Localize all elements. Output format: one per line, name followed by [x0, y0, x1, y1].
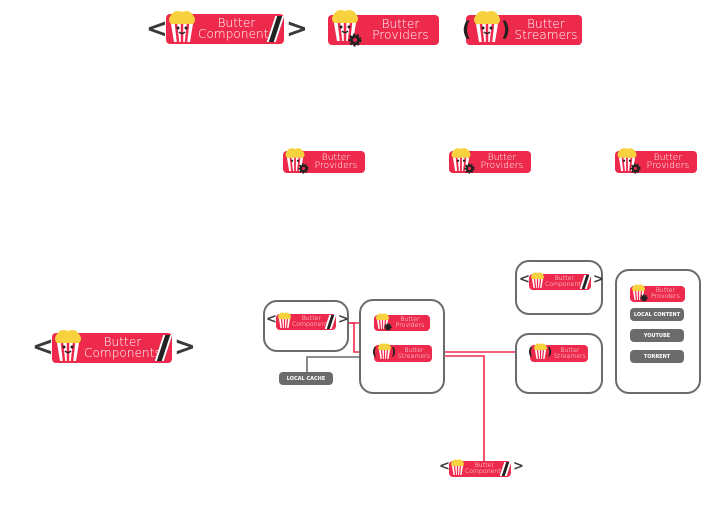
logo-line1: Butter: [381, 16, 420, 31]
logo-line2: Providers: [480, 161, 524, 171]
components-badge: Butter Components: [52, 330, 173, 363]
left-chevron-icon: <: [146, 14, 168, 44]
logo-line1: Butter: [404, 346, 424, 354]
gear-icon: [384, 323, 392, 331]
components-logo-diagram-1: < Butter Components >: [266, 312, 349, 332]
popcorn-mascot-icon: [534, 343, 547, 360]
popcorn-mascot-icon: [55, 330, 81, 362]
components-badge: Butter Components: [166, 11, 285, 44]
logo-line2: Providers: [651, 293, 680, 300]
streamers-logo-diagram: ( ) Butter Streamers: [372, 343, 432, 362]
components-logo-diagram-2: < Butter Components >: [519, 272, 604, 292]
logo-line1: Butter: [474, 462, 495, 470]
logo-line2: Streamers: [514, 28, 578, 42]
streamers-badge: ( ) Butter Streamers: [462, 11, 582, 45]
left-chevron-icon: <: [32, 332, 54, 362]
logo-line1: Butter: [655, 287, 676, 295]
gear-icon: [464, 163, 475, 174]
logo-line2: Providers: [372, 28, 429, 42]
components-logo-top: < Butter Components >: [146, 11, 308, 47]
broadcast-waves-icon: ): [547, 345, 553, 358]
broadcast-waves-icon: ): [391, 345, 397, 358]
streamers-logo-diagram-2: ( ) Butter Streamers: [528, 343, 588, 362]
logo-line2: Streamers: [554, 352, 586, 360]
left-chevron-icon: <: [519, 272, 530, 287]
local-content-pill: LOCAL CONTENT: [630, 308, 684, 321]
broadcast-waves-icon: (: [528, 345, 534, 358]
popcorn-mascot-icon: [169, 11, 195, 43]
left-chevron-icon: <: [266, 312, 277, 327]
logo-line2: Components: [84, 346, 161, 360]
right-chevron-icon: >: [174, 332, 196, 362]
components-badge: Butter Components: [276, 312, 337, 330]
logo-line1: Butter: [527, 16, 565, 31]
providers-logo-small-1: Butter Providers: [283, 148, 365, 174]
logo-line2: Providers: [395, 322, 425, 329]
connector-cache-to-streamers: [306, 356, 374, 372]
logo-line2: Streamers: [398, 352, 430, 360]
logo-line2: Providers: [314, 161, 358, 171]
popcorn-mascot-icon: [474, 11, 500, 43]
logo-line1: Butter: [653, 152, 683, 163]
left-chevron-icon: <: [439, 459, 450, 474]
gear-icon: [348, 33, 362, 47]
local-cache-pill: LOCAL CACHE: [279, 372, 333, 385]
logo-line1: Butter: [301, 315, 322, 323]
logo-line2: Providers: [646, 161, 690, 171]
logo-line1: Butter: [321, 152, 351, 163]
logo-line1: Butter: [217, 15, 256, 30]
logo-line1: Butter: [400, 316, 420, 324]
logo-line1: Butter: [103, 334, 142, 349]
providers-logo-diagram-2: Butter Providers: [630, 284, 685, 302]
right-chevron-icon: >: [286, 14, 308, 44]
components-logo-large: < Butter Components >: [32, 330, 196, 366]
logo-line1: Butter: [560, 346, 580, 354]
components-logo-bottom: < Butter Components >: [439, 459, 524, 479]
gear-icon: [640, 294, 648, 302]
logo-line2: Components: [292, 321, 331, 328]
providers-logo-small-2: Butter Providers: [449, 148, 531, 174]
torrent-pill: TORRENT: [630, 350, 684, 363]
right-chevron-icon: >: [593, 272, 604, 287]
streamers-logo-top: ( ) Butter Streamers: [462, 11, 584, 47]
popcorn-mascot-icon: [278, 312, 291, 329]
broadcast-waves-icon: (: [462, 17, 472, 41]
providers-logo-diagram: Butter Providers: [374, 313, 430, 331]
logo-line2: Components: [465, 468, 504, 475]
logo-line1: Butter: [554, 275, 575, 283]
popcorn-mascot-icon: [531, 272, 544, 289]
components-badge: Butter Components: [529, 272, 592, 290]
logo-line2: Components: [545, 281, 584, 288]
components-badge: Butter Components: [449, 459, 512, 477]
right-chevron-icon: >: [338, 312, 349, 327]
popcorn-mascot-icon: [378, 343, 391, 360]
popcorn-mascot-icon: [451, 459, 464, 476]
logo-line1: Butter: [487, 152, 517, 163]
gear-icon: [630, 163, 641, 174]
youtube-pill: YOUTUBE: [630, 329, 684, 342]
frame-external-streamers: [515, 333, 603, 394]
gear-icon: [298, 163, 309, 174]
broadcast-waves-icon: (: [372, 345, 378, 358]
providers-logo-top: Butter Providers: [328, 10, 439, 47]
broadcast-waves-icon: ): [501, 17, 511, 41]
right-chevron-icon: >: [513, 459, 524, 474]
providers-logo-small-3: Butter Providers: [615, 148, 697, 174]
logo-line2: Components: [198, 27, 275, 41]
